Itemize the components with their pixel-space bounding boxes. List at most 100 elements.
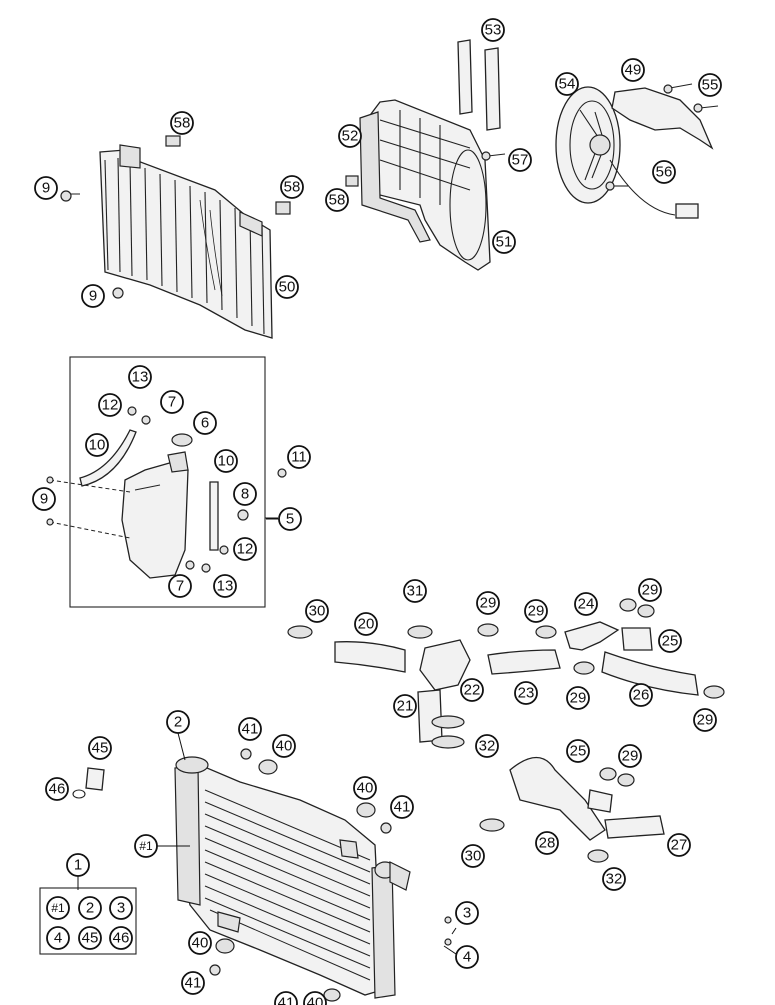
callout-label: 10 — [218, 453, 235, 470]
callout-c40a: 40 — [272, 734, 296, 758]
callout-c40b: 40 — [353, 776, 377, 800]
callout-label: 40 — [276, 738, 293, 755]
callout-c1: 1 — [66, 853, 90, 877]
callout-label: 6 — [201, 415, 209, 432]
callout-c8: 8 — [233, 482, 257, 506]
callout-label: 54 — [559, 76, 576, 93]
callout-c45: 45 — [88, 736, 112, 760]
callout-c25b: 25 — [566, 739, 590, 763]
callout-label: 7 — [176, 578, 184, 595]
callout-c46: 46 — [45, 777, 69, 801]
callout-c41c: 41 — [181, 971, 205, 995]
callout-label: 58 — [284, 179, 301, 196]
callout-c22: 22 — [460, 678, 484, 702]
cooling-fan — [555, 86, 699, 219]
callout-label: 41 — [394, 799, 411, 816]
callout-c7b: 7 — [168, 574, 192, 598]
callout-c23: 23 — [514, 681, 538, 705]
callout-c28: 28 — [535, 831, 559, 855]
callout-label: 58 — [329, 192, 346, 209]
svg-text:46: 46 — [113, 930, 130, 947]
bolts — [60, 83, 719, 299]
callout-c52: 52 — [338, 124, 362, 148]
callout-label: 30 — [309, 603, 326, 620]
callout-c29b: 29 — [524, 599, 548, 623]
callout-label: 29 — [528, 603, 545, 620]
radiator-small-parts — [39, 748, 457, 1002]
callout-label: 5 — [286, 511, 294, 528]
callout-label: 4 — [463, 949, 471, 966]
callout-label: 25 — [570, 743, 587, 760]
callout-c54: 54 — [555, 72, 579, 96]
svg-text:2: 2 — [86, 900, 94, 917]
callout-label: 41 — [242, 721, 259, 738]
callout-c31: 31 — [403, 579, 427, 603]
callout-c27: 27 — [667, 833, 691, 857]
callout-label: 58 — [174, 115, 191, 132]
callout-label: 24 — [578, 596, 595, 613]
callout-c25a: 25 — [658, 629, 682, 653]
callout-c9c: 9 — [32, 487, 56, 511]
callout-label: 41 — [185, 975, 202, 992]
callout-c58a: 58 — [170, 111, 194, 135]
callout-c29e: 29 — [693, 708, 717, 732]
callout-label: 3 — [463, 905, 471, 922]
callout-c11: 11 — [287, 445, 311, 469]
callout-c29d: 29 — [566, 686, 590, 710]
radiator-shroud — [99, 144, 273, 339]
callout-c12b: 12 — [233, 537, 257, 561]
callout-label: 10 — [89, 437, 106, 454]
callout-label: 2 — [174, 714, 182, 731]
callout-c24: 24 — [574, 592, 598, 616]
callout-c6: 6 — [193, 411, 217, 435]
kit-item: #1 — [46, 896, 70, 920]
kit-item: 4 — [46, 926, 70, 950]
callout-c58b: 58 — [280, 175, 304, 199]
kit-item: 3 — [109, 896, 133, 920]
callout-c41a: 41 — [238, 717, 262, 741]
callout-label: 13 — [217, 578, 234, 595]
callout-label: 7 — [168, 394, 176, 411]
callout-label: 26 — [633, 687, 650, 704]
svg-text:#1: #1 — [51, 901, 65, 915]
callout-c32b: 32 — [602, 867, 626, 891]
callout-label: 23 — [518, 685, 535, 702]
callout-label: 9 — [42, 180, 50, 197]
coolant-hoses — [287, 598, 725, 863]
callout-c9a: 9 — [34, 176, 58, 200]
callout-label: 12 — [102, 397, 119, 414]
callout-label: 41 — [278, 995, 295, 1005]
callout-c3: 3 — [455, 901, 479, 925]
callout-c13b: 13 — [213, 574, 237, 598]
callout-c58c: 58 — [325, 188, 349, 212]
callout-c9b: 9 — [81, 284, 105, 308]
callout-label: 29 — [570, 690, 587, 707]
fan-cover — [611, 87, 714, 150]
callout-label: 27 — [671, 837, 688, 854]
callout-c4: 4 — [455, 945, 479, 969]
leader-line — [177, 732, 186, 761]
svg-text:4: 4 — [54, 930, 62, 947]
callout-c40c: 40 — [188, 931, 212, 955]
callout-c12a: 12 — [98, 393, 122, 417]
callout-label: 55 — [702, 77, 719, 94]
callout-c10a: 10 — [85, 433, 109, 457]
callout-c55: 55 — [698, 73, 722, 97]
callout-c21: 21 — [393, 694, 417, 718]
fan-housing — [359, 99, 491, 271]
callout-label: 21 — [397, 698, 414, 715]
callout-c20: 20 — [354, 612, 378, 636]
callout-label: 25 — [662, 633, 679, 650]
callout-label: 53 — [485, 22, 502, 39]
radiator — [174, 756, 411, 999]
filter-strips — [457, 39, 501, 131]
callout-c7a: 7 — [160, 390, 184, 414]
callout-c49: 49 — [621, 58, 645, 82]
callout-c56: 56 — [652, 160, 676, 184]
callout-label: 29 — [697, 712, 714, 729]
callout-c29f: 29 — [618, 744, 642, 768]
svg-text:45: 45 — [82, 930, 99, 947]
callout-c30a: 30 — [305, 599, 329, 623]
callout-c13a: 13 — [128, 365, 152, 389]
